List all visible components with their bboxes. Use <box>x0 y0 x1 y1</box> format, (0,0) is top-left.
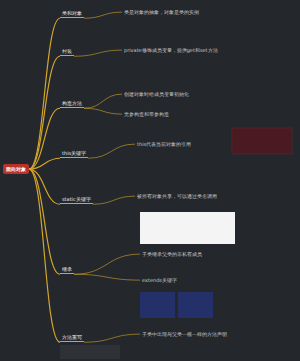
branch-line <box>29 158 60 169</box>
topic-text: 继承 <box>62 266 72 272</box>
subtopic: 子类中出现与父类一模一样的方法声明 <box>140 330 229 338</box>
subtopic: 类是对象的抽象，对象是类的实例 <box>122 8 201 16</box>
branch-line <box>84 334 140 342</box>
code-screenshot <box>140 292 175 318</box>
branch-line <box>29 56 60 169</box>
branch-line <box>29 108 60 169</box>
branch-line <box>84 12 122 18</box>
subtopic: private修饰成员变量，提供get和set方法 <box>122 46 220 54</box>
code-screenshot <box>60 345 120 359</box>
topic-text: static关键字 <box>62 196 91 202</box>
text-screenshot <box>140 212 235 244</box>
subtopic: 子类继承父类的非私有成员 <box>140 250 204 258</box>
branch-topic: 继承 <box>60 266 74 274</box>
subtopic: this代表当前对象的引用 <box>135 140 193 148</box>
subtopic: 无参构造和带参构造 <box>122 110 171 118</box>
topic-text: 无参构造和带参构造 <box>124 111 169 117</box>
subtopic: extends关键字 <box>140 276 179 284</box>
topic-text: 构造方法 <box>62 100 82 106</box>
topic-text: 子类中出现与父类一模一样的方法声明 <box>142 331 227 337</box>
branch-line <box>74 254 140 274</box>
topic-text: private修饰成员变量，提供get和set方法 <box>124 47 218 53</box>
branch-line <box>74 274 140 280</box>
topic-text: 封装 <box>62 48 72 54</box>
topic-text: extends关键字 <box>142 277 177 283</box>
branch-line <box>29 169 60 342</box>
topic-text: 子类继承父类的非私有成员 <box>142 251 202 257</box>
branch-topic: 类和对象 <box>60 10 84 18</box>
branch-topic: static关键字 <box>60 196 93 204</box>
branch-line <box>88 144 135 158</box>
topic-text: 方法重写 <box>62 334 82 340</box>
branch-topic: 构造方法 <box>60 100 84 108</box>
subtopic: 被所有对象共享，可以通过类名调用 <box>135 192 219 200</box>
topic-text: this关键字 <box>62 150 86 156</box>
branch-topic: 封装 <box>60 48 74 56</box>
branch-line <box>84 108 122 114</box>
topic-text: 类是对象的抽象，对象是类的实例 <box>124 9 199 15</box>
code-screenshot <box>232 128 292 154</box>
root-topic: 面向对象 <box>3 164 29 174</box>
topic-text: 类和对象 <box>62 10 82 16</box>
topic-text: 被所有对象共享，可以通过类名调用 <box>137 193 217 199</box>
code-screenshot <box>178 292 213 318</box>
subtopic: 创建对象时给成员变量初始化 <box>122 90 191 98</box>
branch-line <box>29 18 60 169</box>
topic-text: 面向对象 <box>6 166 26 172</box>
branch-topic: this关键字 <box>60 150 88 158</box>
branch-topic: 方法重写 <box>60 334 84 342</box>
branch-line <box>84 94 122 108</box>
topic-text: this代表当前对象的引用 <box>137 141 191 147</box>
branch-line <box>74 50 122 56</box>
topic-text: 创建对象时给成员变量初始化 <box>124 91 189 97</box>
branch-line <box>93 196 135 204</box>
